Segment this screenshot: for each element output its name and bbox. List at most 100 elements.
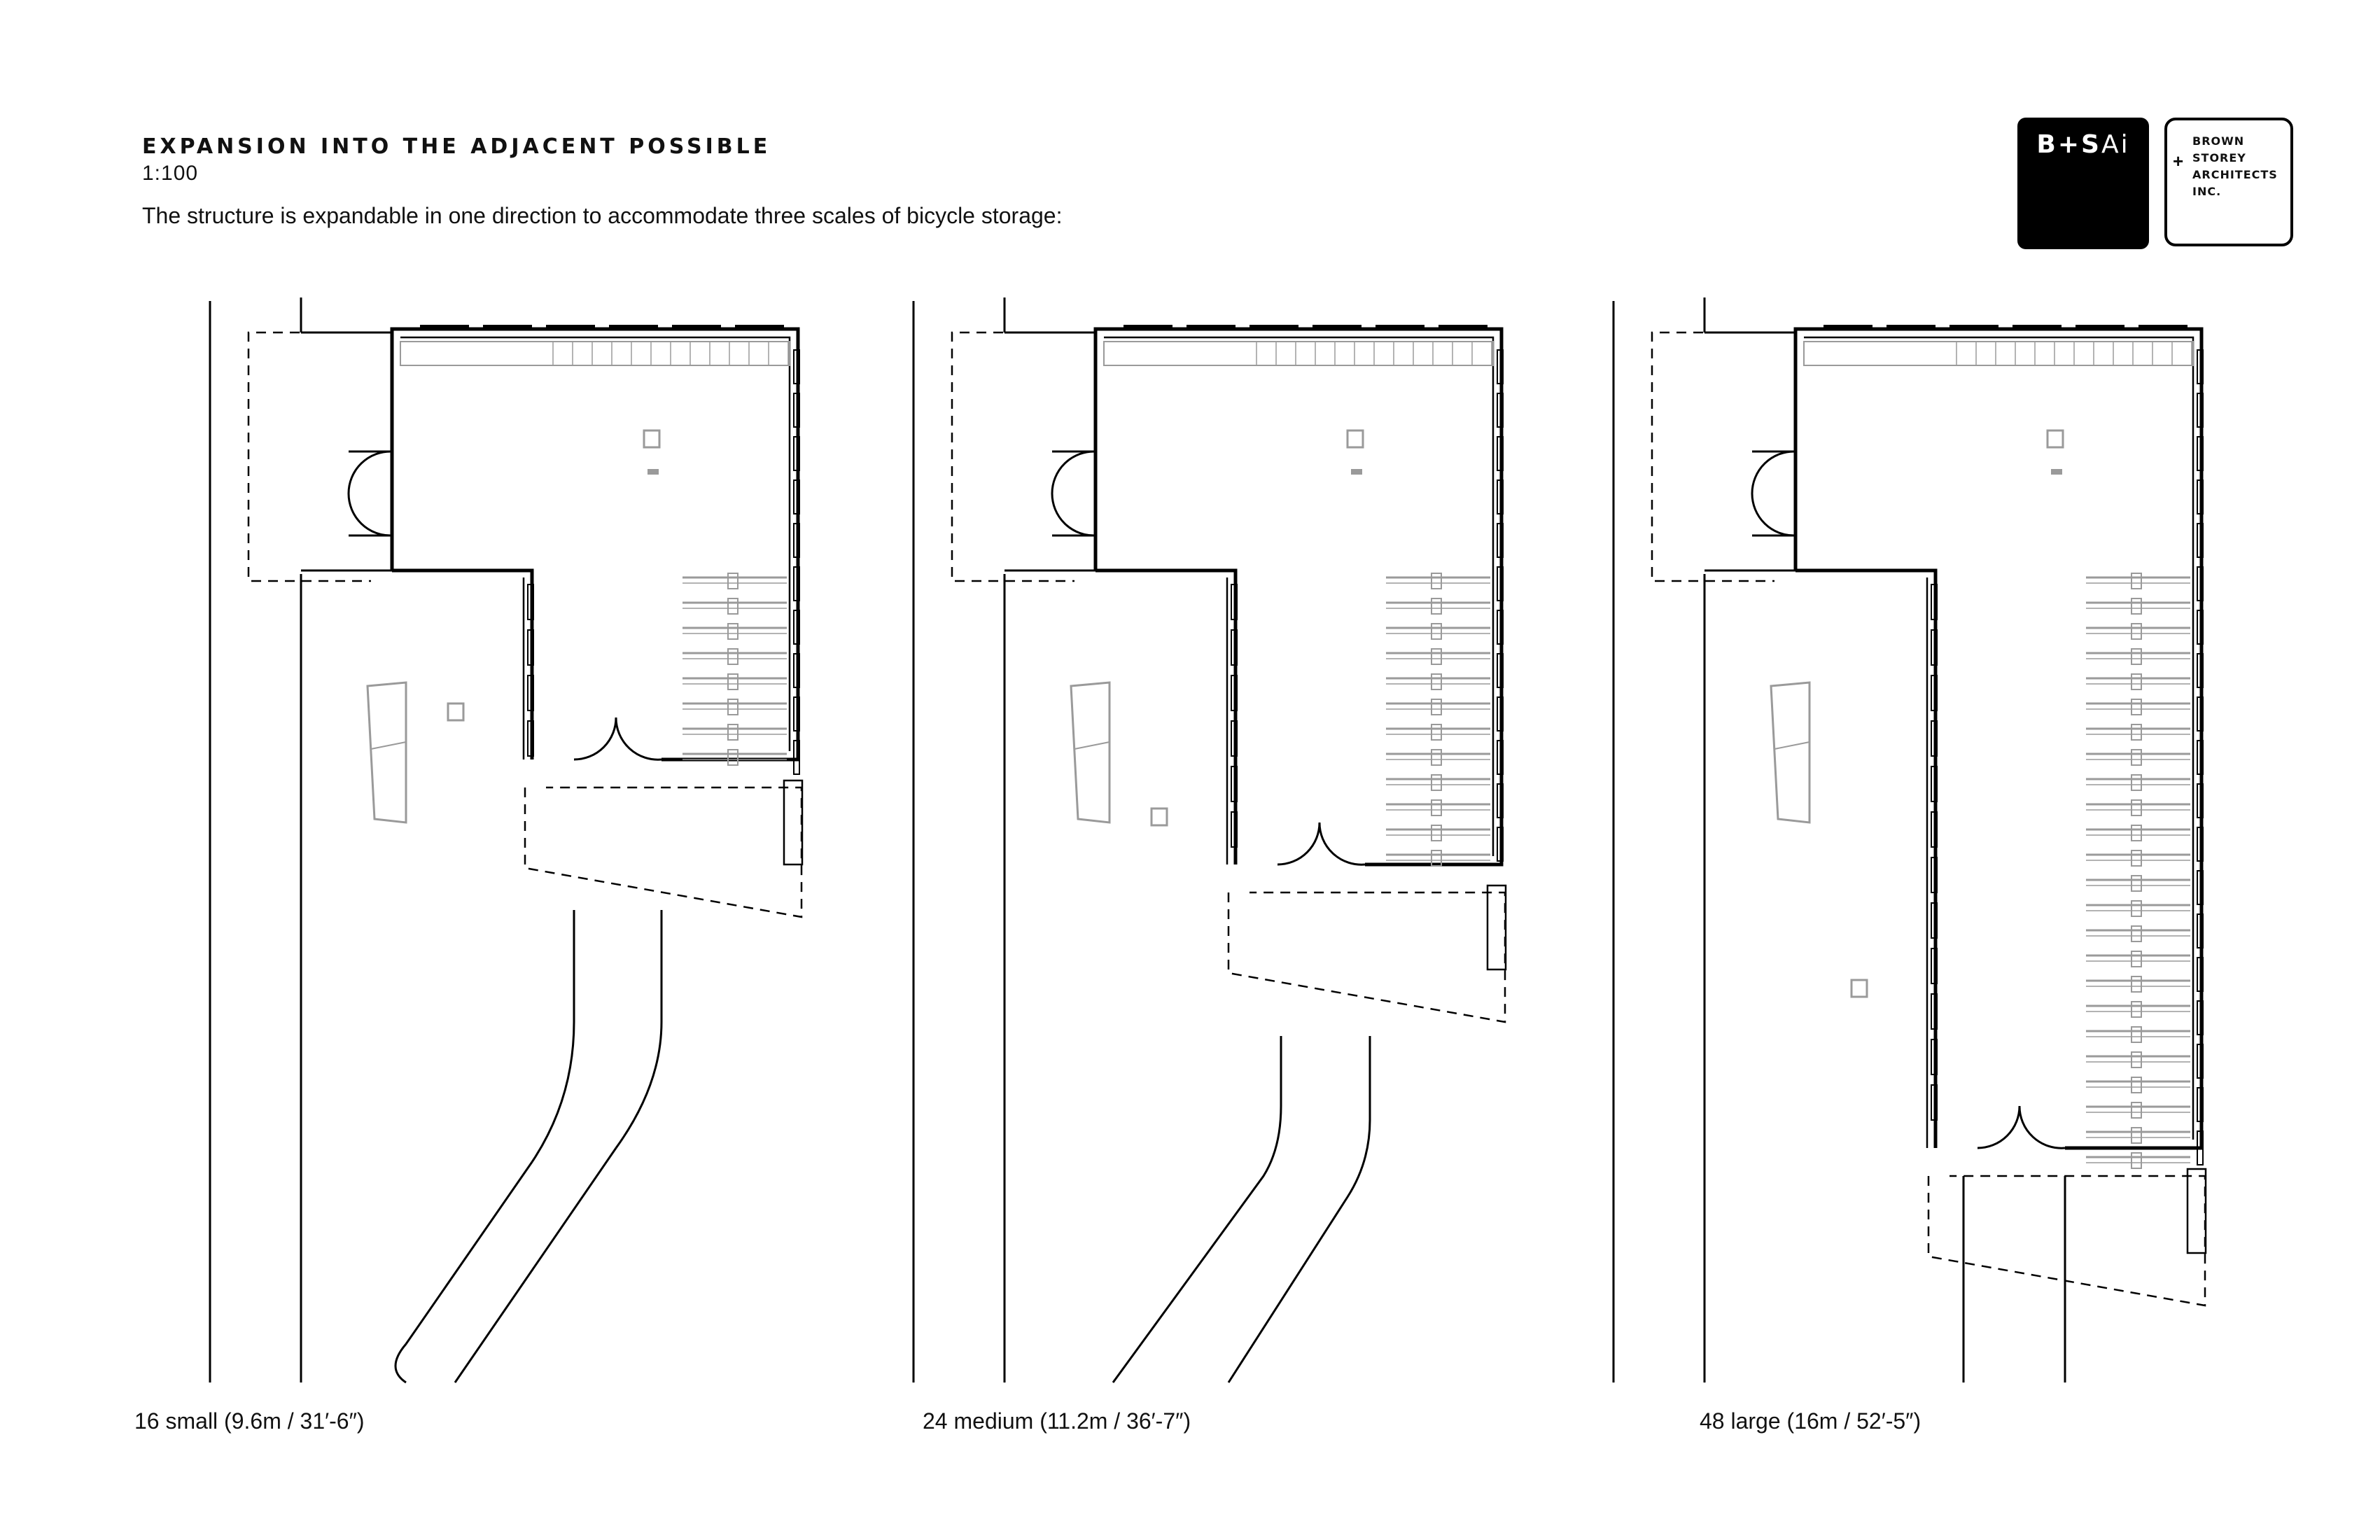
canopy-outline	[1651, 331, 1774, 582]
person-shadow	[1351, 469, 1362, 475]
wall-panel	[793, 523, 800, 558]
wall-panel	[2197, 1130, 2204, 1166]
knee-wall	[1096, 568, 1238, 864]
knee-panel	[1931, 766, 1938, 802]
bike-rack-bracket	[1431, 648, 1442, 665]
wall-panel	[1497, 740, 1504, 775]
wall-panel	[2197, 740, 2204, 775]
knee-panel	[1931, 675, 1938, 711]
bike-rack-bracket	[2131, 1152, 2142, 1169]
wall-panel	[1497, 610, 1504, 645]
bike-rack-bracket	[2131, 648, 2142, 665]
knee-panel	[1931, 720, 1938, 757]
bike-rack-bracket	[727, 724, 738, 741]
wall-panel	[2197, 393, 2204, 428]
firm-name-logo: + BROWN STOREY ARCHITECTS INC.	[2164, 118, 2293, 246]
logo-mark-bold: B+S	[2036, 130, 2101, 159]
ramp-line	[370, 741, 407, 750]
exit-door-swing	[573, 717, 662, 761]
exit-door-swing	[1277, 822, 1366, 866]
wall-panel	[2197, 610, 2204, 645]
bike-rack-bracket	[2131, 573, 2142, 589]
bike-rack-bracket	[2131, 749, 2142, 766]
wall-panel	[2197, 436, 2204, 471]
apron-outline	[1227, 891, 1506, 1023]
bsai-logo: B+SAi	[2017, 118, 2149, 249]
shelf-band	[1803, 341, 2194, 366]
wall-panel	[2197, 1087, 2204, 1122]
bike-rack-bracket	[2131, 976, 2142, 993]
bike-rack-bracket	[2131, 1127, 2142, 1144]
knee-panel	[1931, 1039, 1938, 1075]
bike-rack-bracket	[727, 648, 738, 665]
bollard-post	[783, 779, 804, 866]
entry-door-swing	[1051, 450, 1096, 537]
bike-rack-bracket	[2131, 925, 2142, 942]
ramp-block	[366, 681, 407, 824]
wall-panel	[2197, 479, 2204, 514]
apron-outline	[524, 786, 803, 918]
bike-rack-bracket	[2131, 724, 2142, 741]
canopy-outline	[951, 331, 1074, 582]
wall-panel	[2197, 566, 2204, 601]
knee-panel	[1931, 857, 1938, 893]
person-icon	[1346, 429, 1364, 449]
knee-panel	[1231, 675, 1238, 711]
exit-door-swing	[1977, 1105, 2066, 1149]
wall-panel	[1497, 566, 1504, 601]
plan-medium	[912, 298, 1507, 1383]
knee-panel	[527, 675, 534, 711]
knee-wall	[1795, 568, 1938, 1148]
bike-rack-bracket	[2131, 900, 2142, 917]
shelf-band	[1103, 341, 1494, 366]
person-icon-outside	[1150, 807, 1168, 827]
ramp-block	[1770, 681, 1811, 824]
wall-panel	[793, 436, 800, 471]
ramp-line	[1774, 741, 1810, 750]
knee-panel	[1231, 720, 1238, 757]
knee-panel	[1231, 629, 1238, 666]
bike-rack-bracket	[727, 749, 738, 766]
knee-panel	[1931, 948, 1938, 984]
knee-panel	[527, 584, 534, 620]
person-icon-outside	[1850, 979, 1868, 998]
wall-panel	[1497, 653, 1504, 688]
bike-rack-bracket	[727, 673, 738, 690]
logo-line-inc: INC.	[2192, 185, 2222, 198]
knee-panel	[1231, 811, 1238, 848]
person-icon	[2046, 429, 2064, 449]
logo-line-storey: STOREY	[2192, 151, 2246, 164]
knee-panel	[1231, 766, 1238, 802]
person-shadow	[2051, 469, 2062, 475]
knee-panel	[1931, 811, 1938, 848]
entry-door-swing	[1751, 450, 1796, 537]
bike-rack-bracket	[1431, 749, 1442, 766]
bike-rack-bracket	[1431, 623, 1442, 640]
caption-large: 48 large (16m / 52′-5″)	[1700, 1408, 1921, 1434]
wall-panel	[793, 653, 800, 688]
bike-rack-bracket	[1431, 598, 1442, 615]
enclosure-wall-inner	[400, 336, 791, 751]
wall-panel	[793, 610, 800, 645]
bike-rack-bracket	[1431, 774, 1442, 791]
bike-rack-bracket	[1431, 825, 1442, 841]
logo-mark-light: Ai	[2101, 130, 2130, 159]
bike-rack-bracket	[727, 623, 738, 640]
bike-rack-bracket	[2131, 774, 2142, 791]
wall-panel	[1497, 393, 1504, 428]
wall-panel	[1497, 696, 1504, 732]
bike-path-edge	[1112, 1036, 1371, 1383]
bike-path-edge	[394, 910, 663, 1384]
enclosure-wall-outer	[1093, 327, 1504, 867]
bike-rack-bracket	[2131, 673, 2142, 690]
apron-outline	[1927, 1175, 2206, 1307]
wall-panel	[2197, 696, 2204, 732]
wall-panel	[1497, 479, 1504, 514]
wall-panel	[2197, 957, 2204, 992]
bike-rack-bracket	[727, 699, 738, 715]
intro-text: The structure is expandable in one direc…	[142, 203, 1063, 228]
bike-rack-bracket	[2131, 699, 2142, 715]
wall-panel	[2197, 870, 2204, 905]
knee-panel	[527, 720, 534, 757]
knee-panel	[1231, 584, 1238, 620]
